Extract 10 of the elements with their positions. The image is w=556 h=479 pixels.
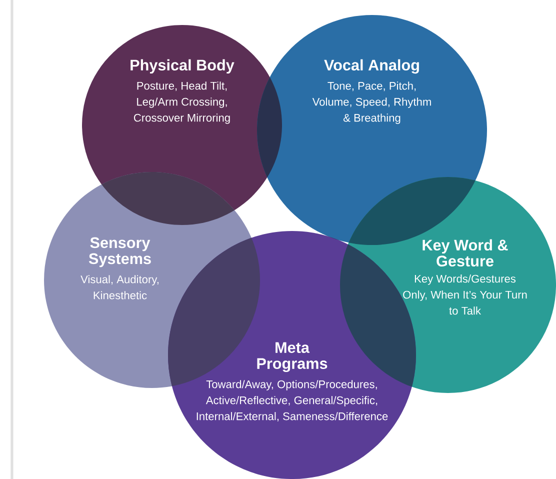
circle-text: Tone, Pace, Pitch, Volume, Speed, Rhythm & Breathing — [312, 82, 431, 124]
circle-heading: Sensory Systems — [88, 237, 151, 268]
circle-text: Toward/Away, Options/Procedures, Active/Reflective, General/Specific, Internal/External, Sameness/Difference — [196, 380, 388, 422]
circle-text: Posture, Head Tilt, Leg/Arm Crossing, Crossover Mirroring — [134, 82, 230, 124]
circle-heading: Physical Body — [130, 59, 234, 74]
circle-heading: Meta Programs — [257, 342, 328, 372]
circle-text: Key Words/Gestures Only, When It’s Your Turn to Talk — [403, 274, 527, 315]
circle-heading: Vocal Analog — [324, 59, 419, 74]
circle-heading: Key Word & Gesture — [422, 239, 508, 267]
circle-text: Visual, Auditory, Kinesthetic — [80, 275, 158, 300]
